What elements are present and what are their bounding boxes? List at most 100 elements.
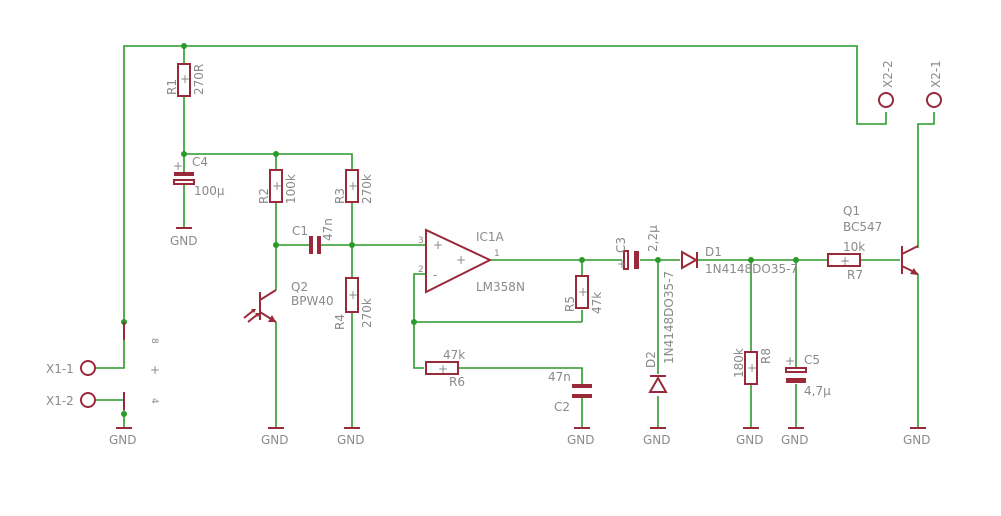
gnd-symbol-q2: GND xyxy=(261,427,289,447)
gnd-label: GND xyxy=(781,433,809,447)
r6-name: R6 xyxy=(449,375,465,389)
transistor-q1: Q1 BC547 xyxy=(843,204,919,275)
connector-x1: X1-1 X1-2 8 + 4 xyxy=(46,322,160,410)
q1-value: BC547 xyxy=(843,220,882,234)
gnd-symbol-c5: GND xyxy=(781,427,809,447)
r2-name: R2 xyxy=(257,188,271,204)
gnd-symbol-c4: GND xyxy=(170,227,198,248)
junction xyxy=(121,411,127,417)
r8-plus-mark: + xyxy=(747,361,757,375)
resistor-r1: + R1 270R xyxy=(165,63,206,97)
r5-name: R5 xyxy=(563,296,577,312)
q2-name: Q2 xyxy=(291,280,308,294)
r6-value: 47k xyxy=(443,348,465,362)
x1-1-label: X1-1 xyxy=(46,362,74,376)
gnd-label: GND xyxy=(109,433,137,447)
r6-plus-mark: + xyxy=(438,362,448,376)
resistor-r6: + 47k R6 xyxy=(425,348,465,389)
junction xyxy=(655,257,661,263)
ic1a-value: LM358N xyxy=(476,280,525,294)
capacitor-c4: + C4 100µ xyxy=(173,155,225,198)
c5-plus-mark: + xyxy=(785,354,795,368)
junction xyxy=(181,151,187,157)
x2-1-pad xyxy=(926,92,942,108)
junction xyxy=(273,151,279,157)
c5-value: 4,7µ xyxy=(804,384,831,398)
gnd-label: GND xyxy=(903,433,931,447)
resistor-r8: + 180k R8 xyxy=(732,348,773,385)
resistor-r7: + 10k R7 xyxy=(827,240,865,282)
connector-x2: X2-2 X2-1 xyxy=(878,60,943,108)
r2-plus-mark: + xyxy=(272,179,282,193)
r1-value: 270R xyxy=(192,64,206,95)
ic1a-pin3: 3 xyxy=(418,236,424,246)
ic1a-pin2: 2 xyxy=(418,265,424,275)
c3-name: C3 xyxy=(614,237,628,253)
r2-value: 100k xyxy=(284,174,298,204)
c3-value: 2,2µ xyxy=(646,225,660,252)
x1-pin4-label: 4 xyxy=(149,398,159,404)
q1-name: Q1 xyxy=(843,204,860,218)
r7-plus-mark: + xyxy=(840,254,850,268)
c2-value: 47n xyxy=(548,370,571,384)
diode-d1: D1 1N4148DO35-7 xyxy=(681,245,798,276)
r7-name: R7 xyxy=(847,268,863,282)
junction xyxy=(349,242,355,248)
capacitor-c2: 47n C2 xyxy=(548,370,592,414)
capacitor-c3: + C3 2,2µ xyxy=(614,225,660,271)
junction xyxy=(273,242,279,248)
ic1a-pin1: 1 xyxy=(494,249,500,259)
c1-name: C1 xyxy=(292,224,308,238)
ic1a-name: IC1A xyxy=(476,230,505,244)
x1-2-pad xyxy=(80,392,96,408)
r4-plus-mark: + xyxy=(348,288,358,302)
r4-value: 270k xyxy=(360,298,374,328)
gnd-label: GND xyxy=(567,433,595,447)
r5-value: 47k xyxy=(590,292,604,314)
gnd-symbol-r4: GND xyxy=(337,427,365,447)
r4-name: R4 xyxy=(333,314,347,330)
x1-2-label: X1-2 xyxy=(46,394,74,408)
c4-value: 100µ xyxy=(194,184,225,198)
d2-name: D2 xyxy=(644,351,658,368)
gnd-label: GND xyxy=(643,433,671,447)
junction xyxy=(181,43,187,49)
r8-name: R8 xyxy=(759,348,773,364)
c2-name: C2 xyxy=(554,400,570,414)
junction xyxy=(748,257,754,263)
gnd-symbol-q1: GND xyxy=(903,427,931,447)
junction xyxy=(793,257,799,263)
c4-name: C4 xyxy=(192,155,208,169)
c3-plus-mark: + xyxy=(617,257,627,271)
gnd-symbol-d2: GND xyxy=(643,427,671,447)
r1-name: R1 xyxy=(165,79,179,95)
r5-plus-mark: + xyxy=(578,285,588,299)
r3-name: R3 xyxy=(333,188,347,204)
ground-symbols: GND GND GND GND GND GND GND GND xyxy=(109,227,931,447)
junction xyxy=(579,257,585,263)
c1-value: 47n xyxy=(321,218,335,241)
diode-d2: D2 1N4148DO35-7 xyxy=(644,271,676,393)
junctions xyxy=(121,43,799,417)
x2-2-label: X2-2 xyxy=(881,60,895,88)
x1-1-pad xyxy=(80,360,96,376)
r1-plus-mark: + xyxy=(180,72,190,86)
r3-plus-mark: + xyxy=(348,179,358,193)
junction xyxy=(411,319,417,325)
gnd-label: GND xyxy=(736,433,764,447)
wires xyxy=(96,45,935,428)
gnd-label: GND xyxy=(261,433,289,447)
ic1a-center-mark: + xyxy=(456,253,466,267)
phototransistor-q2: Q2 BPW40 xyxy=(243,280,334,323)
x1-pin8-label: 8 xyxy=(149,338,159,344)
resistor-r2: + R2 100k xyxy=(257,169,298,204)
gnd-label: GND xyxy=(170,234,198,248)
resistor-r4: + R4 270k xyxy=(333,277,374,330)
gnd-symbol-x1: GND xyxy=(109,427,137,447)
x2-1-label: X2-1 xyxy=(929,60,943,88)
r7-value: 10k xyxy=(843,240,865,254)
gnd-label: GND xyxy=(337,433,365,447)
r3-value: 270k xyxy=(360,174,374,204)
resistor-r3: + R3 270k xyxy=(333,169,374,204)
r8-value: 180k xyxy=(732,348,746,378)
